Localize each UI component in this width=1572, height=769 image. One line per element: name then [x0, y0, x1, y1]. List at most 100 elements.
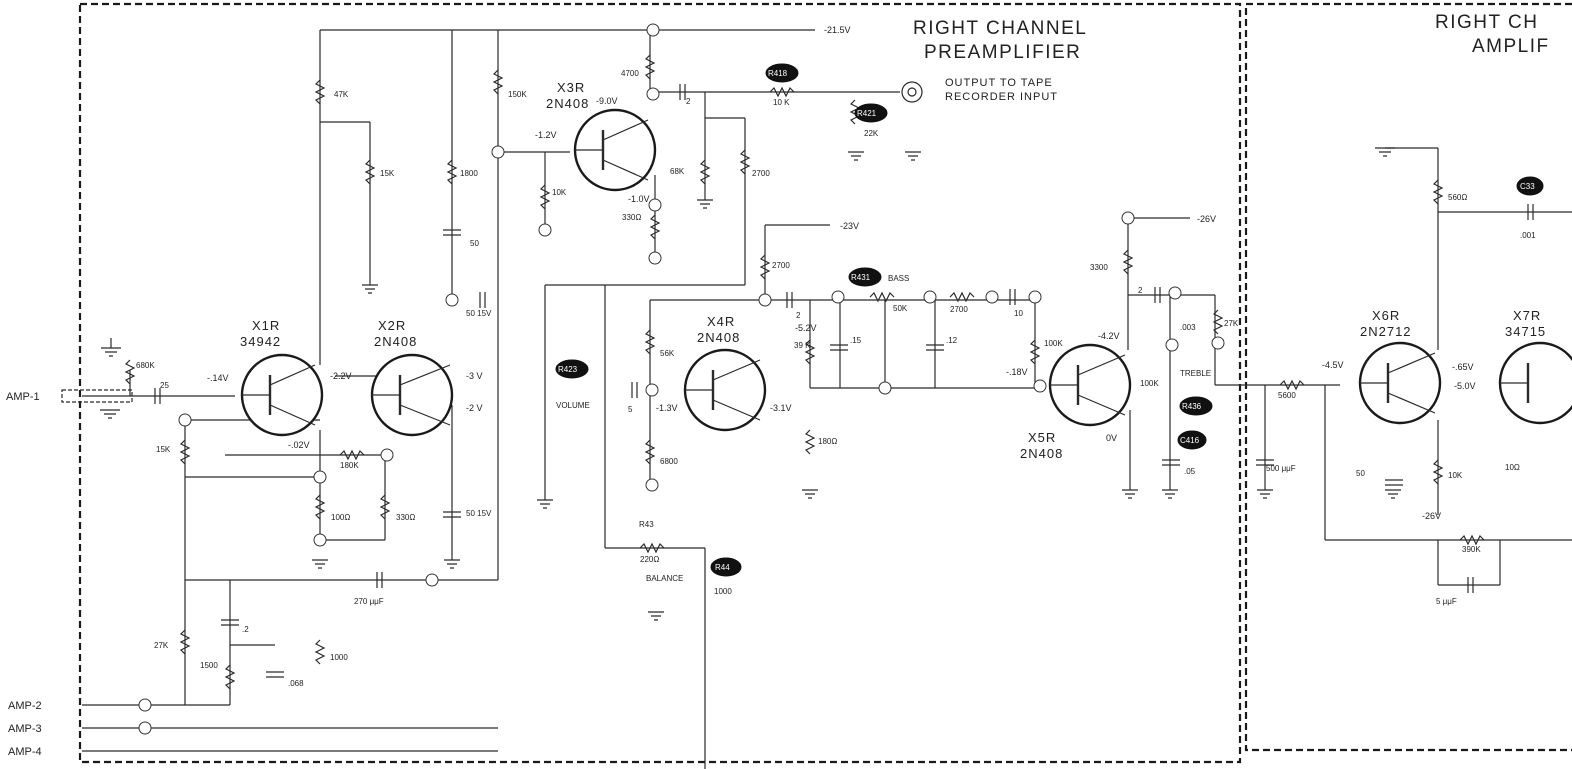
value-r402: 47K [334, 90, 349, 99]
voltage-tag: -4.5V [1322, 360, 1344, 370]
amp-title-line1: RIGHT CH [1435, 12, 1538, 33]
value-r408: 27K [154, 641, 169, 650]
value-r431: 50K [893, 304, 908, 313]
x1r-type: 34942 [240, 334, 281, 349]
wiring [82, 29, 1572, 769]
voltage-tag: -2.2V [330, 371, 352, 381]
transistor-x6r [1358, 341, 1442, 425]
value-r412: 1800 [460, 169, 478, 178]
x1r-ref: X1R [252, 318, 280, 333]
value-r428: 180Ω [818, 437, 837, 446]
x4r-type: 2N408 [697, 330, 740, 345]
value-c414: 2 [1138, 286, 1143, 295]
value-r416: 330Ω [622, 213, 641, 222]
transistor-x4r [683, 348, 767, 432]
voltage-tag: -5.0V [1454, 381, 1476, 391]
voltage-tag: -21.5V [824, 25, 851, 35]
voltage-tag: -.02V [288, 440, 310, 450]
amp4-label: AMP-4 [8, 746, 42, 758]
x6r-ref: X6R [1372, 308, 1400, 323]
x2r-type: 2N408 [374, 334, 417, 349]
x6r-type: 2N2712 [1360, 324, 1412, 339]
value-c413: .12 [946, 336, 958, 345]
volume-label: VOLUME [556, 401, 590, 410]
highlight-badges [555, 63, 1544, 577]
value-r442: 10Ω [1505, 463, 1520, 472]
value-c411: 10 [1014, 309, 1023, 318]
value-r436: 100K [1140, 379, 1159, 388]
r423-label: R423 [558, 365, 578, 374]
value-c416: .05 [1184, 467, 1196, 476]
r421-label: R421 [857, 109, 877, 118]
value-r422: 2700 [752, 169, 770, 178]
r44-label: R44 [715, 563, 730, 572]
r43-label: R43 [639, 520, 654, 529]
x2r-ref: X2R [378, 318, 406, 333]
value-c419: 50 [1356, 469, 1365, 478]
value-c418: 500 μμF [1266, 464, 1296, 473]
r431-label: R431 [851, 273, 871, 282]
c33-label: C33 [1520, 182, 1535, 191]
voltage-tag: -3.1V [770, 403, 792, 413]
voltage-tag: -3 V [466, 371, 483, 381]
amp2-label: AMP-2 [8, 700, 42, 712]
c416-label: C416 [1180, 436, 1200, 445]
voltage-tag: 0V [1106, 433, 1117, 443]
voltage-tag: -26V [1422, 511, 1441, 521]
amp1-input-box [61, 389, 133, 403]
value-c401: 25 [160, 381, 169, 390]
x5r-type: 2N408 [1020, 446, 1063, 461]
amp3-label: AMP-3 [8, 723, 42, 735]
resistors [124, 54, 1485, 690]
voltage-tag: -4.2V [1098, 331, 1120, 341]
value-r434: 3300 [1090, 263, 1108, 272]
bass-label: BASS [888, 274, 909, 283]
value-r404: 15K [380, 169, 395, 178]
value-c412: .15 [850, 336, 862, 345]
value-r415: 10K [552, 188, 567, 197]
value-r43: 220Ω [640, 555, 659, 564]
output-note-line1: OUTPUT TO TAPE [945, 77, 1053, 89]
transistor-x7r [1498, 341, 1572, 425]
value-r437: 5600 [1278, 391, 1296, 400]
value-c406: 50 15V [466, 309, 492, 318]
voltage-tag: -1.2V [535, 130, 557, 140]
value-r418: 10 K [773, 98, 790, 107]
preamp-title-line1: RIGHT CHANNEL [913, 18, 1087, 39]
value-r419: 2700 [772, 261, 790, 270]
connection-nodes [138, 23, 1225, 735]
value-r441: 390K [1462, 545, 1481, 554]
voltage-tag: -.14V [207, 373, 229, 383]
voltage-tag: -1.3V [656, 403, 678, 413]
value-r402b: 15K [156, 445, 171, 454]
ground-symbols [100, 147, 1401, 621]
value-r429: 39 K [794, 341, 811, 350]
value-r426: 56K [660, 349, 675, 358]
transistor-x2r [370, 353, 454, 437]
value-r433: 100K [1044, 339, 1063, 348]
balance-label: BALANCE [646, 574, 683, 583]
output-jack [901, 81, 923, 103]
preamp-boundary [78, 2, 1242, 764]
value-r427: 6800 [660, 457, 678, 466]
voltage-tag: -2 V [466, 403, 483, 413]
amp1-label: AMP-1 [6, 391, 40, 403]
value-c407: 50 [470, 239, 479, 248]
x5r-ref: X5R [1028, 430, 1056, 445]
value-c33: .001 [1520, 231, 1536, 240]
value-r432: 2700 [950, 305, 968, 314]
x4r-ref: X4R [707, 314, 735, 329]
value-c410: 5 [628, 405, 633, 414]
value-r407: 330Ω [396, 513, 415, 522]
value-c409: 2 [796, 311, 801, 320]
value-r421: 22K [864, 129, 879, 138]
x3r-type: 2N408 [546, 96, 589, 111]
x7r-type: 34715 [1505, 324, 1546, 339]
transistor-x5r [1048, 343, 1132, 427]
value-r44: 1000 [714, 587, 732, 596]
x3r-ref: X3R [557, 80, 585, 95]
voltage-tag: -9.0V [596, 96, 618, 106]
value-c402: .2 [242, 625, 249, 634]
value-r417: 68K [670, 167, 685, 176]
